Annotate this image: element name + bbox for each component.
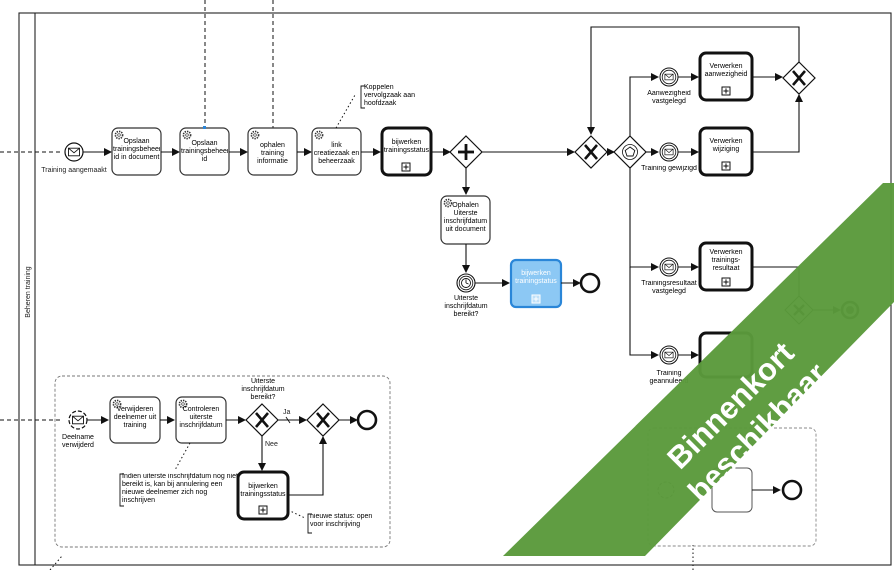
end-event-timer-branch[interactable] — [579, 272, 601, 294]
subprocess-verwerken-resultaat[interactable]: Verwerken trainings-resultaat — [698, 241, 754, 292]
catch-event-label: Training geannuleerd — [649, 370, 689, 385]
task-label: Controleren uiterste inschrijfdatum — [179, 406, 223, 429]
annotation-nieuwe-status: nieuwe status: open voor inschrijving — [310, 513, 373, 528]
task-ophalen-info[interactable]: ophalen training informatie — [247, 127, 298, 176]
coming-soon-banner: Binnenkort beschikbaar — [503, 183, 894, 556]
annotation-indien: Indien uiterste inschrijfdatum nog niet … — [122, 473, 238, 504]
task-controleren-uiterste[interactable]: Controleren uiterste inschrijfdatum — [175, 396, 227, 444]
subprocess-bijwerken-1[interactable]: bijwerken trainingsstatus — [380, 126, 433, 177]
task-label: Verwerken trainings-resultaat — [709, 249, 743, 272]
subprocess-verwerken-wijziging[interactable]: Verwerken wijziging — [698, 126, 754, 177]
start-event-label: Deelname verwijderd — [62, 434, 94, 449]
start-event-label: Training aangemaakt — [41, 167, 107, 174]
subprocess-verwerken-aanwezigheid[interactable]: Verwerken aanwezigheid — [698, 51, 754, 102]
task-label: bijwerken trainingstatus — [515, 270, 557, 285]
start-event-training-aangemaakt[interactable] — [64, 142, 84, 162]
task-link-zaak[interactable]: link creatiezaak en beheerzaak — [311, 127, 362, 176]
annotation-bracket — [360, 85, 365, 109]
exclusive-gateway-merge[interactable] — [574, 135, 608, 169]
end-event-sub-right — [781, 479, 803, 501]
envelope-icon — [68, 147, 80, 157]
default-flow-slash — [285, 416, 291, 424]
envelope-icon — [664, 73, 674, 81]
exclusive-gateway-right[interactable] — [782, 61, 816, 95]
association-bottom — [49, 555, 63, 570]
parallel-gateway[interactable] — [449, 135, 483, 169]
annotation-koppelen: Koppelen vervolgzaak aan hoofdzaak — [364, 84, 415, 107]
catch-event-label: Trainingsresultaat vastgelegd — [641, 280, 697, 295]
lane-label: Beheren training — [25, 266, 32, 317]
envelope-icon — [72, 415, 84, 425]
start-event-deelname-verwijderd[interactable] — [68, 410, 88, 430]
subprocess-bijwerken-highlight[interactable]: bijwerken trainingstatus — [509, 258, 563, 309]
collapsed-subprocess-icon — [721, 161, 731, 171]
timer-event-label: Uiterste inschrijfdatum bereikt? — [444, 295, 488, 318]
task-verwijderen-deelnemer[interactable]: Verwijderen deelnemer uit training — [109, 396, 161, 444]
collapsed-subprocess-icon — [721, 86, 731, 96]
catch-event-gewijzigd[interactable] — [659, 142, 679, 162]
task-ophalen-uiterste[interactable]: Ophalen Uiterste inschrijfdatum uit docu… — [440, 195, 491, 245]
collapsed-subprocess-icon — [721, 277, 731, 287]
catch-event-label: Aanwezigheid vastgelegd — [647, 90, 691, 105]
label-ja: Ja — [283, 409, 291, 416]
event-based-gateway[interactable] — [613, 135, 647, 169]
envelope-icon — [664, 351, 674, 359]
task-label: link creatiezaak en beheerzaak — [313, 142, 360, 165]
label-nee: Nee — [265, 441, 278, 448]
catch-event-aanwezigheid[interactable] — [659, 67, 679, 87]
envelope-icon — [664, 148, 674, 156]
task-opslaan-id[interactable]: Opslaan trainingsbeheer id — [179, 126, 230, 176]
timer-event-uiterste[interactable] — [456, 273, 476, 293]
task-label: bijwerken trainingsstatus — [383, 139, 430, 154]
exclusive-gateway-uiterste[interactable] — [245, 403, 279, 437]
association-koppelen — [335, 94, 356, 129]
exclusive-gateway-merge-2[interactable] — [306, 403, 340, 437]
subprocess-bijwerken-2[interactable]: bijwerken trainingsstatus — [236, 470, 290, 521]
catch-event-resultaat[interactable] — [659, 257, 679, 277]
catch-event-geannuleerd[interactable] — [659, 345, 679, 365]
task-label: Opslaan trainingsbeheer id — [181, 140, 228, 163]
task-label: Verwerken wijziging — [709, 138, 743, 153]
envelope-icon — [664, 263, 674, 271]
task-label: Verwijderen deelnemer uit training — [113, 406, 157, 429]
task-opslaan-id-document[interactable]: Opslaan trainingsbeheer id in document — [111, 127, 162, 176]
task-label: ophalen training informatie — [257, 142, 288, 165]
association-nieuwe-status — [287, 509, 306, 519]
task-label: Opslaan trainingsbeheer id in document — [113, 138, 160, 161]
gateway-question-label: Uiterste inschrijfdatum bereikt? — [241, 378, 285, 401]
task-label: bijwerken trainingsstatus — [240, 483, 286, 498]
end-event-deelname[interactable] — [356, 409, 378, 431]
task-label: Verwerken aanwezigheid — [704, 63, 748, 78]
catch-event-label: Training gewijzigd — [641, 165, 697, 172]
association-indien — [174, 442, 191, 471]
collapsed-subprocess-icon — [258, 505, 268, 515]
task-label: Ophalen Uiterste inschrijfdatum uit docu… — [443, 202, 488, 233]
collapsed-subprocess-icon — [401, 162, 411, 172]
event-subprocess-deelname — [54, 375, 391, 548]
